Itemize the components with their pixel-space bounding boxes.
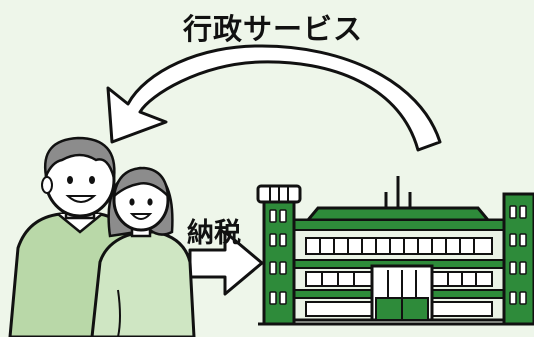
services-label: 行政サービス — [183, 12, 364, 46]
right-arrow-icon — [188, 230, 264, 296]
couple-icon — [8, 136, 196, 337]
curved-arrow-icon — [106, 44, 442, 152]
city-hall-icon — [256, 176, 534, 326]
tax-payment-label: 納税 — [187, 218, 241, 249]
